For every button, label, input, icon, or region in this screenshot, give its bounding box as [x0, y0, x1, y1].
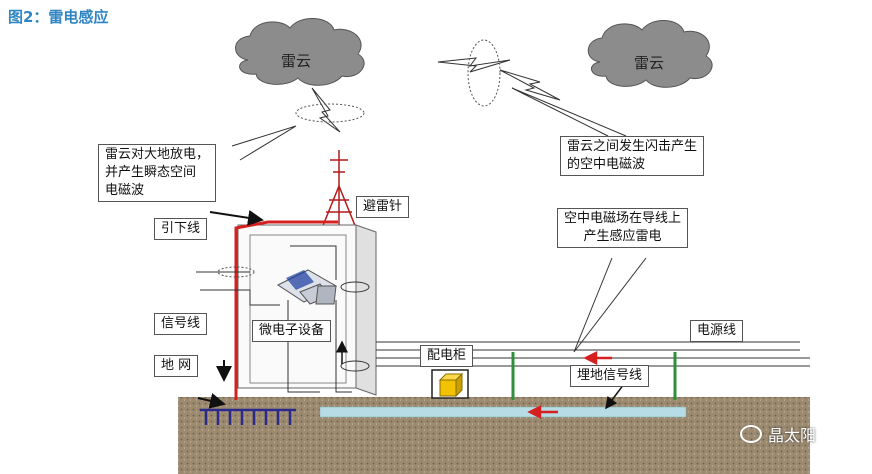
cloud-right	[587, 20, 713, 88]
down-conductor-arrow	[209, 209, 264, 226]
label-microelectronics: 微电子设备	[252, 320, 332, 342]
ground-arrow	[197, 393, 226, 409]
induced-current-arrows	[527, 350, 612, 420]
em-wave-ellipse	[295, 103, 365, 123]
callout-pointer	[511, 87, 627, 137]
label-down-conductor: 引下线	[154, 218, 208, 240]
lightning-bolt-icon	[311, 87, 341, 133]
label-signal-line: 信号线	[154, 313, 208, 335]
lightning-bolt-icon	[437, 57, 511, 73]
label-power-line: 电源线	[690, 320, 744, 342]
callout-pointer	[231, 125, 297, 161]
watermark-text: 晶太阳	[768, 426, 817, 445]
distribution-cabinet	[431, 369, 469, 399]
label-ground-net: 地 网	[154, 355, 199, 377]
lightning-rod-tower	[321, 150, 357, 232]
wechat-icon	[740, 425, 762, 443]
ground-net-rods	[200, 408, 296, 425]
microelectronic-device-icon	[276, 269, 338, 305]
label-lightning-rod: 避雷针	[356, 196, 410, 218]
building	[237, 224, 377, 396]
buried-pipe	[319, 406, 687, 418]
callout-ground-discharge: 雷云对大地放电， 并产生瞬态空间 电磁波	[98, 144, 217, 202]
label-buried-signal-line: 埋地信号线	[570, 365, 650, 387]
cloud-label-right: 雷云	[634, 54, 665, 72]
em-wave-ellipse	[467, 39, 501, 107]
diagram-title: 图2：雷电感应	[8, 8, 109, 26]
signal-line-ellipse	[217, 266, 255, 278]
lightning-bolt-icon	[499, 69, 561, 101]
power-poles	[511, 352, 677, 400]
label-distribution-cabinet: 配电柜	[420, 345, 474, 367]
callout-induced-lightning: 空中电磁场在导线上 产生感应雷电	[557, 208, 689, 248]
watermark: 晶太阳	[740, 422, 816, 446]
cloud-label-left: 雷云	[281, 52, 312, 70]
cloud-left	[235, 18, 365, 86]
callout-pointer	[573, 257, 647, 353]
callout-cloud-flash: 雷云之间发生闪击产生 的空中电磁波	[560, 136, 705, 176]
